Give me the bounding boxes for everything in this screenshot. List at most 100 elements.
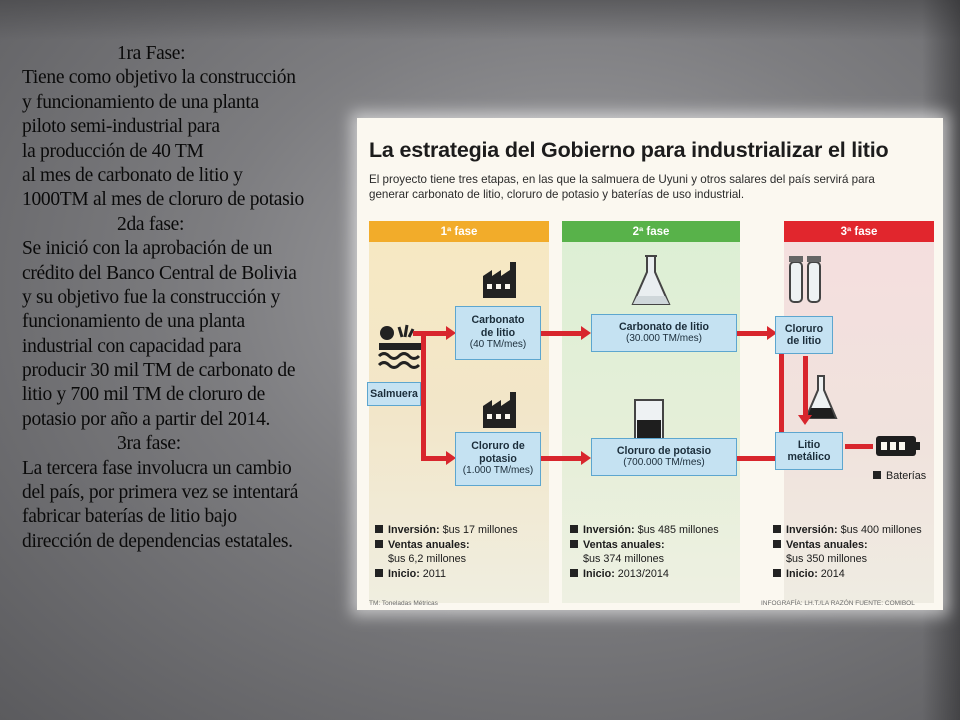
ventas-label: Ventas anuales: xyxy=(388,538,470,551)
ventas-value: $us 350 millones xyxy=(786,553,868,566)
phase2-header: 2ª fase xyxy=(562,221,740,242)
p2-cloruro-box: Cloruro de potasio (700.000 TM/mes) xyxy=(591,438,737,476)
text-line: Se inició con la aprobación de un xyxy=(22,238,273,260)
phase2-heading: 2da fase: xyxy=(117,213,185,235)
p1-cloruro-qty: (1.000 TM/mes) xyxy=(462,465,534,477)
inicio-value: 2013/2014 xyxy=(617,567,669,580)
flow-arrow xyxy=(803,356,808,416)
text-line: piloto semi-industrial para xyxy=(22,116,220,138)
p1-carbonato-box: Carbonato de litio (40 TM/mes) xyxy=(455,306,541,360)
arrow-head xyxy=(798,415,812,425)
ventas-value: $us 6,2 millones xyxy=(388,553,467,566)
phase2-details: Inversión: $us 485 millones Ventas anual… xyxy=(570,523,719,581)
bullet-square xyxy=(773,568,781,577)
p2-cloruro-qty: (700.000 TM/mes) xyxy=(623,457,705,468)
arrow-head xyxy=(581,451,591,465)
text-line: al mes de carbonato de litio y xyxy=(22,164,243,186)
text-line: y su objetivo fue la construcción y xyxy=(22,286,281,308)
text-line: funcionamiento de una planta xyxy=(22,311,245,333)
top-shade xyxy=(0,0,960,40)
flow-arrow xyxy=(421,331,426,461)
text-line: producir 30 mil TM de carbonato de xyxy=(22,360,296,382)
factory-icon xyxy=(483,392,516,428)
infographic-title: La estrategia del Gobierno para industri… xyxy=(369,138,889,162)
bullet-square xyxy=(375,539,383,548)
text-line: Tiene como objetivo la construcción xyxy=(22,67,296,89)
flow-arrow xyxy=(845,444,873,449)
p1-carbonato-name: Carbonato de litio xyxy=(471,314,525,339)
inversion-label: Inversión: xyxy=(388,524,440,536)
p3-cloruro-name: Cloruro de litio xyxy=(784,322,824,347)
text-line: del país, por primera vez se intentará xyxy=(22,482,299,504)
slide-text: 1ra Fase: Tiene como objetivo la constru… xyxy=(22,42,362,554)
inversion-label: Inversión: xyxy=(583,524,635,536)
ventas-value: $us 374 millones xyxy=(583,553,665,566)
beaker-icon xyxy=(634,399,664,443)
inicio-label: Inicio: xyxy=(786,567,818,580)
text-line: industrial con capacidad para xyxy=(22,335,242,357)
bullet-square xyxy=(773,525,781,533)
text-line: potasio por año a partir del 2014. xyxy=(22,408,271,430)
p3-litio-box: Litio metálico xyxy=(775,432,843,470)
inversion-value: $us 400 millones xyxy=(840,524,922,536)
p3-litio-name: Litio metálico xyxy=(787,438,831,463)
flow-arrow xyxy=(413,331,425,336)
flow-arrow xyxy=(779,346,784,461)
factory-icon xyxy=(483,262,516,298)
p1-cloruro-box: Cloruro de potasio (1.000 TM/mes) xyxy=(455,432,541,486)
salmuera-label: Salmuera xyxy=(370,387,418,400)
infographic-subtitle: El proyecto tiene tres etapas, en las qu… xyxy=(369,173,875,201)
p3-cloruro-box: Cloruro de litio xyxy=(775,316,833,354)
flask-icon xyxy=(631,255,671,305)
phase1-heading: 1ra Fase: xyxy=(117,43,186,64)
flow-arrow xyxy=(537,331,582,336)
footnote-units: TM: Toneladas Métricas xyxy=(369,600,438,607)
phase1-header: 1ª fase xyxy=(369,221,549,242)
bullet-square xyxy=(375,568,383,577)
flow-arrow xyxy=(736,456,784,461)
battery-icon xyxy=(876,436,920,456)
salmuera-box: Salmuera xyxy=(367,382,421,406)
phase1-column xyxy=(369,221,549,603)
text-line: la producción de 40 TM xyxy=(22,140,204,162)
p1-carbonato-qty: (40 TM/mes) xyxy=(469,339,527,351)
arrow-head xyxy=(767,326,777,340)
footnote-credits: INFOGRAFÍA: LH.T./LA RAZÓN FUENTE: COMIB… xyxy=(761,600,915,607)
p1-cloruro-name: Cloruro de potasio xyxy=(471,440,525,465)
bullet-square xyxy=(570,525,578,533)
bullet-square xyxy=(773,539,781,548)
bullet-square xyxy=(375,525,383,533)
phase3-details: Inversión: $us 400 millones Ventas anual… xyxy=(773,523,922,581)
text-line: fabricar baterías de litio bajo xyxy=(22,506,237,528)
arrow-head xyxy=(446,451,456,465)
inicio-value: 2011 xyxy=(422,567,447,580)
flow-arrow xyxy=(421,331,447,336)
inicio-label: Inicio: xyxy=(388,567,420,580)
p2-carbonato-box: Carbonato de litio (30.000 TM/mes) xyxy=(591,314,737,352)
flow-arrow xyxy=(736,331,768,336)
ventas-label: Ventas anuales: xyxy=(786,538,868,551)
baterias-label: Baterías xyxy=(873,470,926,482)
phase3-heading: 3ra fase: xyxy=(117,433,181,455)
waves-icon xyxy=(377,324,421,369)
bullet-square xyxy=(570,539,578,548)
text-line: crédito del Banco Central de Bolivia xyxy=(22,262,297,284)
text-line: litio y 700 mil TM de cloruro de xyxy=(22,384,265,406)
inversion-label: Inversión: xyxy=(786,524,838,536)
p2-carbonato-qty: (30.000 TM/mes) xyxy=(626,333,702,344)
ventas-label: Ventas anuales: xyxy=(583,538,665,551)
bullet-square xyxy=(873,471,881,479)
flow-arrow xyxy=(421,456,447,461)
text-line: La tercera fase involucra un cambio xyxy=(22,457,292,479)
inicio-label: Inicio: xyxy=(583,567,615,580)
inicio-value: 2014 xyxy=(820,567,845,580)
phase3-header: 3ª fase xyxy=(784,221,934,242)
flow-arrow xyxy=(537,456,582,461)
inversion-value: $us 485 millones xyxy=(637,524,719,536)
text-line: y funcionamiento de una planta xyxy=(22,91,259,113)
text-line: 1000TM al mes de cloruro de potasio xyxy=(22,189,304,211)
inversion-value: $us 17 millones xyxy=(442,524,518,536)
text-line: dirección de dependencias estatales. xyxy=(22,530,293,552)
phase1-details: Inversión: $us 17 millones Ventas anuale… xyxy=(375,523,518,581)
p2-cloruro-name: Cloruro de potasio xyxy=(616,444,712,457)
